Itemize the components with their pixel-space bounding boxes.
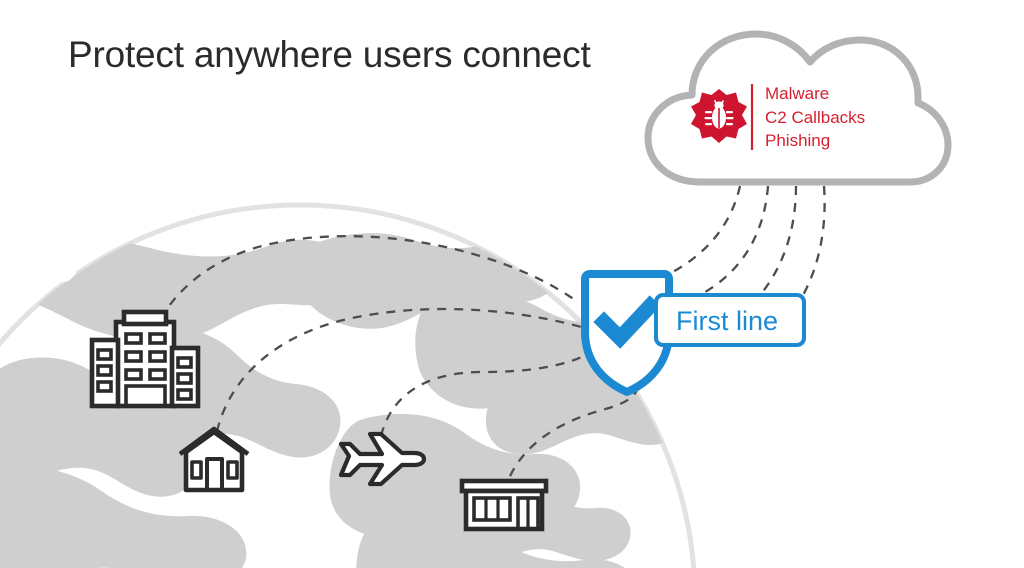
branch-store-icon: [459, 478, 549, 532]
threat-cloud: [644, 30, 952, 186]
globe-edge: [0, 202, 697, 568]
malware-bug-icon: [691, 89, 747, 143]
path-home-to-shield: [212, 307, 586, 449]
airplane-icon: [338, 431, 427, 487]
protection-shield: [581, 270, 673, 396]
path-plane-to-shield: [379, 350, 593, 437]
path-cloud-3: [735, 185, 798, 319]
office-building-icon: [89, 309, 201, 409]
path-cloud-2: [689, 185, 770, 302]
page-title: Protect anywhere users connect: [68, 34, 591, 75]
threat-item-malware: Malware: [765, 84, 830, 103]
threat-list: Malware C2 Callbacks Phishing: [765, 82, 865, 153]
threat-item-phishing: Phishing: [765, 131, 831, 150]
first-line-badge: [654, 293, 806, 347]
airplane-glyph: [338, 431, 427, 487]
shield-check-icon: [593, 295, 661, 349]
cloud-outline: [644, 30, 952, 186]
first-line-label: First line: [676, 306, 779, 336]
path-cloud-1: [651, 185, 742, 284]
threat-item-c2-callbacks: C2 Callbacks: [765, 107, 866, 127]
home-house-icon: [178, 426, 250, 493]
